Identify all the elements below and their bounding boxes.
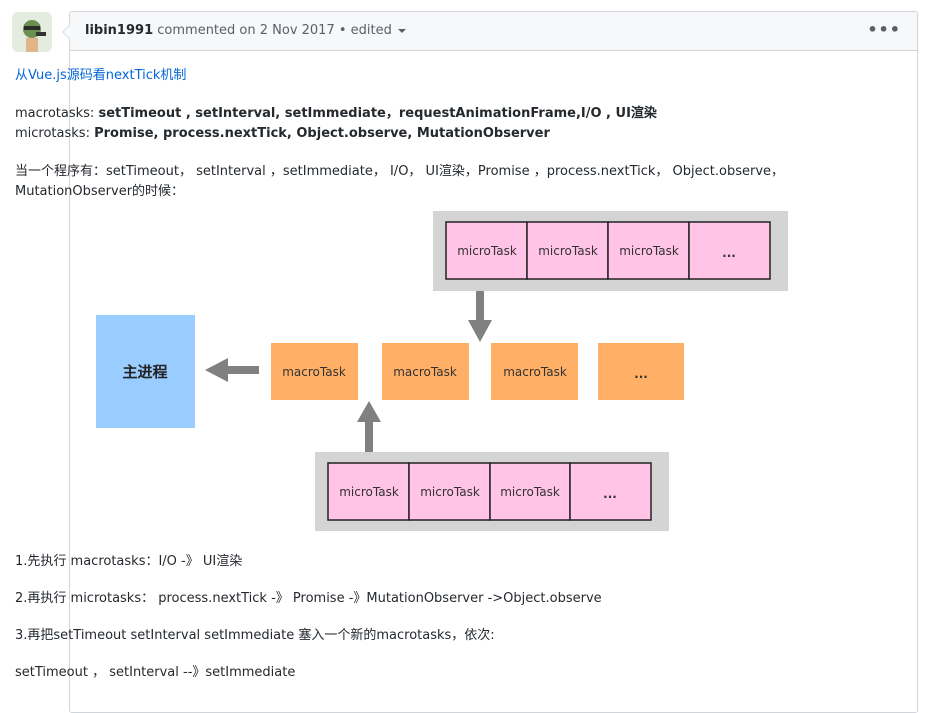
macro-label-4: ... — [634, 367, 648, 381]
macro-label-2: macroTask — [393, 365, 457, 379]
macro-cell-2 — [382, 343, 469, 400]
article-link[interactable]: 从Vue.js源码看nextTick机制 — [15, 68, 187, 83]
micro-top-label-4: ... — [722, 246, 736, 260]
macro-cell-3 — [491, 343, 578, 400]
micro-bottom-cell-4 — [569, 462, 652, 521]
micro-top-cell-4 — [688, 221, 771, 280]
arrow-left-icon — [205, 358, 228, 382]
micro-bottom-label-4: ... — [603, 487, 617, 501]
more-options-icon[interactable]: ••• — [867, 20, 901, 39]
author-link[interactable]: libin1991 — [85, 23, 154, 38]
arrow-down-icon — [468, 320, 492, 342]
main-process-box — [96, 315, 195, 428]
micro-top-label-2: microTask — [538, 244, 598, 258]
chevron-down-icon[interactable] — [397, 28, 406, 33]
microtasks-line: microtasks: Promise, process.nextTick, O… — [15, 124, 550, 144]
event-loop-diagram: microTask microTask microTask ... 主进程 ma… — [96, 211, 788, 531]
intro-line-2: MutationObserver的时候： — [15, 184, 185, 199]
microtasks-label: microtasks: — [15, 126, 95, 141]
micro-bottom-cell-3 — [489, 462, 571, 521]
macro-cell-4 — [598, 343, 684, 400]
avatar-image — [12, 12, 52, 52]
micro-top-label-1: microTask — [457, 244, 517, 258]
micro-bottom-label-3: microTask — [500, 485, 560, 499]
comment-meta: libin1991 commented on 2 Nov 2017 • edit… — [85, 23, 406, 38]
step-2: 2.再执行 microtasks： process.nextTick -》 Pr… — [15, 591, 602, 606]
macro-cell-1 — [271, 343, 358, 400]
arrow-left-shaft — [225, 366, 259, 374]
step-3: 3.再把setTimeout setInterval setImmediate … — [15, 628, 495, 643]
avatar[interactable] — [12, 12, 52, 52]
micro-bottom-label-2: microTask — [420, 485, 480, 499]
arrow-up-shaft — [365, 420, 373, 453]
arrow-down-shaft — [476, 291, 484, 324]
arrow-up-icon — [357, 401, 381, 422]
macrotasks-line: macrotasks: setTimeout , setInterval, se… — [15, 104, 657, 124]
comment-date[interactable]: commented on 2 Nov 2017 • edited — [157, 23, 392, 38]
macro-label-3: macroTask — [503, 365, 567, 379]
micro-bottom-label-1: microTask — [339, 485, 399, 499]
macrotasks-label: macrotasks: — [15, 106, 99, 121]
step-4: setTimeout ， setInterval --》setImmediate — [15, 665, 296, 680]
micro-top-label-3: microTask — [619, 244, 679, 258]
main-process-label: 主进程 — [122, 363, 167, 381]
intro-line-1: 当一个程序有：setTimeout， setInterval ，setImmed… — [15, 164, 785, 179]
microtasks-items: Promise, process.nextTick, Object.observ… — [94, 126, 550, 141]
micro-top-cell-1 — [445, 221, 528, 280]
macrotasks-items: setTimeout , setInterval, setImmediate，r… — [98, 106, 657, 121]
micro-bottom-cell-1 — [327, 462, 410, 521]
micro-bottom-cell-2 — [408, 462, 491, 521]
comment-header: libin1991 commented on 2 Nov 2017 • edit… — [70, 12, 917, 51]
step-1: 1.先执行 macrotasks：I/O -》 UI渲染 — [15, 554, 243, 569]
macro-label-1: macroTask — [282, 365, 346, 379]
micro-top-cell-3 — [607, 221, 690, 280]
